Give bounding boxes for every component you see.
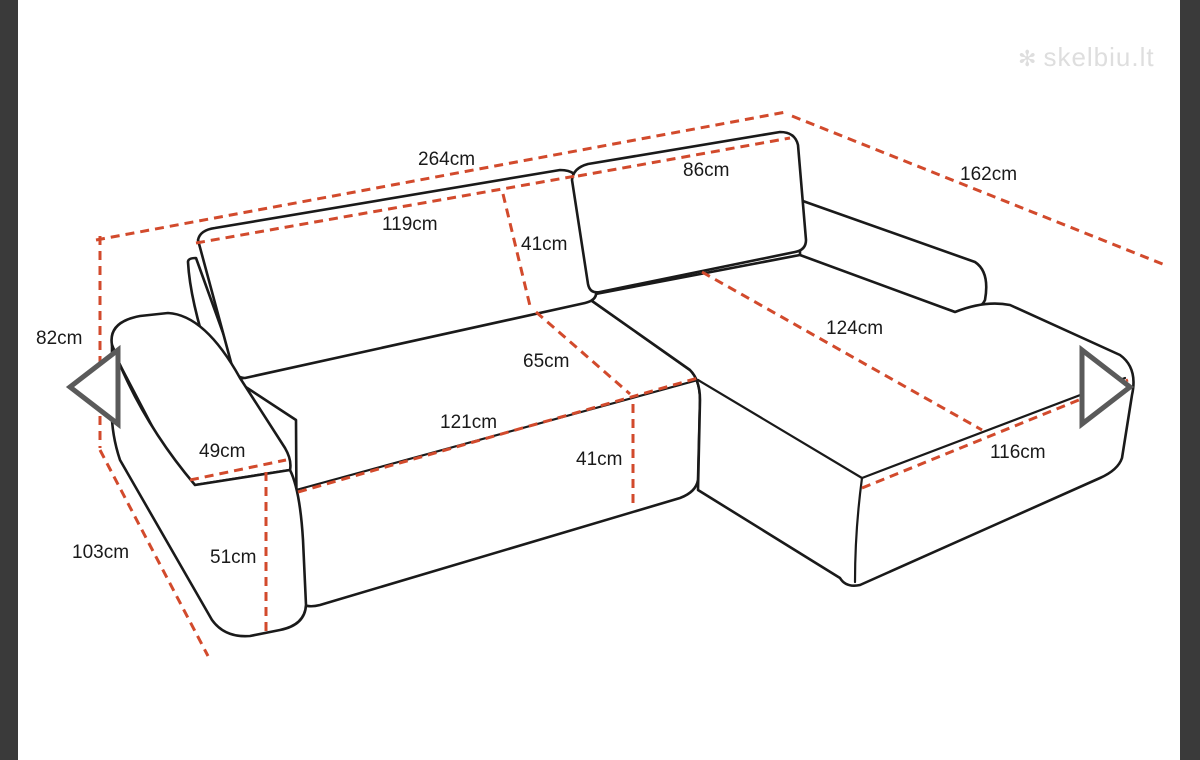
label-seat-width: 121cm — [440, 412, 497, 433]
left-armrest-front — [110, 343, 308, 638]
dim-line-back-cushion-height — [501, 193, 532, 307]
viewer-frame-left — [0, 0, 18, 760]
dim-line-chaise-length — [701, 270, 983, 432]
dots-logo-icon: ✻ — [1018, 46, 1038, 71]
dim-line-seat-depth — [535, 310, 631, 396]
dim-line-chaise-depth — [791, 114, 1166, 267]
viewer-frame-right — [1180, 0, 1200, 760]
label-back-cushion-left: 119cm — [382, 214, 438, 235]
sofa-diagram: 264cm 162cm 119cm 86cm 41cm 82cm 65cm 12… — [36, 110, 1166, 657]
chevron-right-icon[interactable] — [1079, 344, 1135, 430]
label-overall-height: 82cm — [36, 328, 82, 349]
dimension-lines — [95, 110, 1166, 657]
dim-line-back-cushion-right — [577, 136, 791, 178]
label-seat-height: 41cm — [576, 449, 622, 470]
dim-line-seat-width — [297, 376, 699, 494]
dim-line-chaise-width — [861, 378, 1129, 490]
label-overall-depth: 103cm — [72, 542, 129, 563]
dim-line-armrest-width — [189, 458, 287, 482]
dimension-labels: 264cm 162cm 119cm 86cm 41cm 82cm 65cm 12… — [36, 149, 1046, 568]
watermark-text: skelbiu.lt — [1043, 42, 1155, 72]
chaise-corner-line — [853, 476, 864, 584]
label-armrest-width: 49cm — [199, 441, 245, 462]
image-viewer: ✻skelbiu.lt — [18, 0, 1180, 760]
label-total-width: 264cm — [418, 149, 475, 170]
label-back-cushion-right: 86cm — [683, 160, 729, 181]
watermark: ✻skelbiu.lt — [1018, 42, 1155, 73]
chevron-left-icon[interactable] — [65, 344, 121, 430]
dim-line-back-cushion-left — [195, 174, 577, 245]
right-back-cushion — [570, 130, 808, 294]
label-chaise-length: 124cm — [826, 318, 883, 339]
label-chaise-depth: 162cm — [960, 164, 1017, 185]
label-seat-depth: 65cm — [523, 351, 569, 372]
label-chaise-width: 116cm — [990, 442, 1046, 463]
dim-line-overall-depth — [98, 449, 210, 657]
sofa-drawing — [110, 130, 1135, 638]
chaise-seat-body — [583, 253, 1135, 587]
dim-line-total-width — [95, 110, 787, 242]
label-back-cushion-height: 41cm — [521, 234, 567, 255]
label-armrest-height: 51cm — [210, 547, 256, 568]
